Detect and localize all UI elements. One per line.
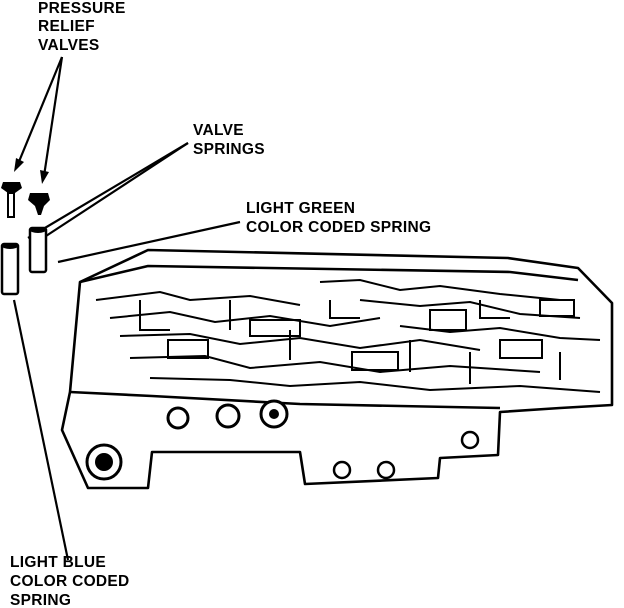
arrowhead-relief-1 bbox=[14, 158, 24, 172]
leader-pressure-relief-1 bbox=[16, 56, 64, 165]
pressure-relief-valve-left bbox=[1, 182, 22, 218]
valve-body-top-edge bbox=[79, 264, 579, 284]
leader-arrowheads bbox=[14, 158, 49, 184]
label-pressure-relief-line2: RELIEF bbox=[38, 18, 95, 35]
label-light-blue-line2: COLOR CODED bbox=[10, 573, 130, 590]
pressure-relief-valve-right bbox=[28, 193, 50, 215]
valve-body-ports bbox=[85, 399, 480, 481]
label-valve-springs: VALVE SPRINGS bbox=[193, 122, 265, 158]
label-valve-springs-line1: VALVE bbox=[193, 122, 244, 139]
valve-body-channels bbox=[95, 278, 601, 393]
valve-body-outline bbox=[60, 248, 614, 490]
label-light-green-spring: LIGHT GREEN COLOR CODED SPRING bbox=[246, 200, 431, 236]
valve-body-front-edge bbox=[69, 390, 501, 410]
label-light-blue-spring: LIGHT BLUE COLOR CODED SPRING bbox=[10, 554, 130, 608]
arrowhead-relief-2 bbox=[40, 170, 49, 184]
label-light-green-line1: LIGHT GREEN bbox=[246, 200, 355, 217]
leader-light-green bbox=[57, 220, 241, 264]
leader-lines bbox=[12, 56, 241, 561]
label-pressure-relief-line3: VALVES bbox=[38, 37, 100, 54]
label-light-blue-line1: LIGHT BLUE bbox=[10, 554, 106, 571]
leader-valve-spring-1 bbox=[27, 142, 189, 239]
leader-pressure-relief-2 bbox=[42, 56, 64, 177]
valve-body bbox=[60, 248, 614, 490]
label-light-blue-line3: SPRING bbox=[10, 592, 71, 608]
light-blue-spring bbox=[0, 242, 20, 296]
light-green-spring bbox=[28, 226, 48, 274]
label-valve-springs-line2: SPRINGS bbox=[193, 141, 265, 158]
leader-light-blue bbox=[12, 299, 70, 561]
label-pressure-relief-valves: PRESSURE RELIEF VALVES bbox=[38, 0, 126, 54]
label-light-green-line2: COLOR CODED SPRING bbox=[246, 219, 431, 236]
leader-valve-spring-2 bbox=[45, 142, 189, 237]
label-pressure-relief-line1: PRESSURE bbox=[38, 0, 126, 17]
